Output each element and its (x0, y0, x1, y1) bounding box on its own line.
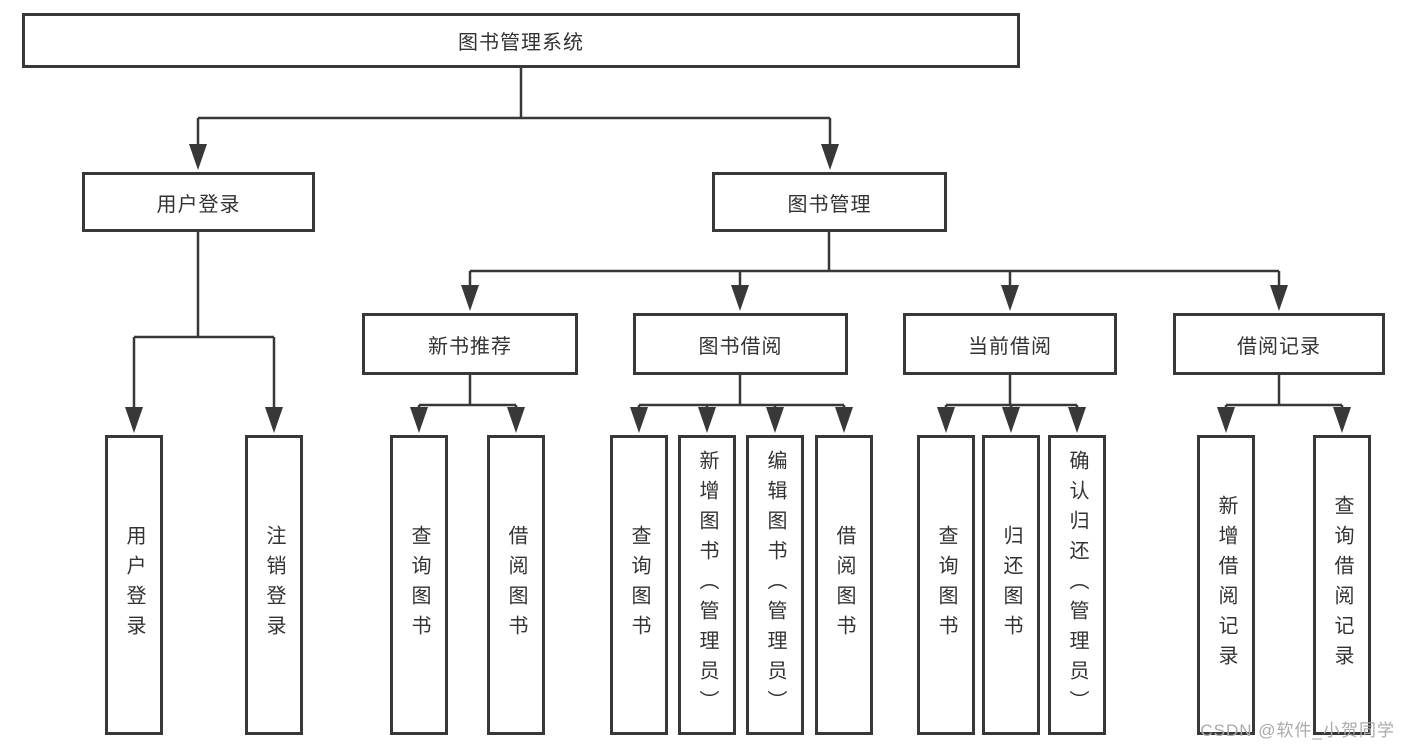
arrow-down-icon (1217, 407, 1235, 433)
leaf-add-borrow-record: 新增借阅记录 (1197, 435, 1255, 735)
node-book-management-module: 图书管理 (712, 172, 947, 232)
arrow-down-icon (937, 407, 955, 433)
arrow-down-icon (1270, 285, 1288, 311)
leaf-borrow-books: 借阅图书 (487, 435, 545, 735)
leaf-edit-books-admin: 编辑图书（管理员） (746, 435, 804, 735)
node-borrowing-records: 借阅记录 (1173, 313, 1385, 375)
arrow-down-icon (189, 144, 207, 170)
node-current-borrowing: 当前借阅 (903, 313, 1117, 375)
leaf-return-books: 归还图书 (982, 435, 1040, 735)
leaf-confirm-return-admin: 确认归还（管理员） (1048, 435, 1106, 735)
arrow-down-icon (125, 407, 143, 433)
leaf-logout: 注销登录 (245, 435, 303, 735)
arrow-down-icon (461, 285, 479, 311)
arrow-down-icon (698, 407, 716, 433)
arrow-down-icon (630, 407, 648, 433)
arrow-down-icon (766, 407, 784, 433)
arrow-down-icon (1002, 407, 1020, 433)
leaf-user-login: 用户登录 (105, 435, 163, 735)
leaf-query-books: 查询图书 (917, 435, 975, 735)
arrow-down-icon (265, 407, 283, 433)
arrow-down-icon (410, 407, 428, 433)
leaf-query-books: 查询图书 (610, 435, 668, 735)
node-new-book-recommendation: 新书推荐 (362, 313, 578, 375)
leaf-query-borrow-record: 查询借阅记录 (1313, 435, 1371, 735)
node-library-management-system: 图书管理系统 (22, 13, 1020, 68)
arrow-down-icon (835, 407, 853, 433)
leaf-borrow-books: 借阅图书 (815, 435, 873, 735)
csdn-watermark: CSDN @软件_小贺同学 (1200, 721, 1395, 740)
arrow-down-icon (507, 407, 525, 433)
node-user-login-module: 用户登录 (82, 172, 315, 232)
arrow-down-icon (1068, 407, 1086, 433)
arrow-down-icon (1001, 285, 1019, 311)
node-book-borrowing: 图书借阅 (633, 313, 848, 375)
leaf-add-books-admin: 新增图书（管理员） (678, 435, 736, 735)
arrow-down-icon (821, 144, 839, 170)
arrow-down-icon (731, 285, 749, 311)
arrow-down-icon (1333, 407, 1351, 433)
leaf-query-books: 查询图书 (390, 435, 448, 735)
